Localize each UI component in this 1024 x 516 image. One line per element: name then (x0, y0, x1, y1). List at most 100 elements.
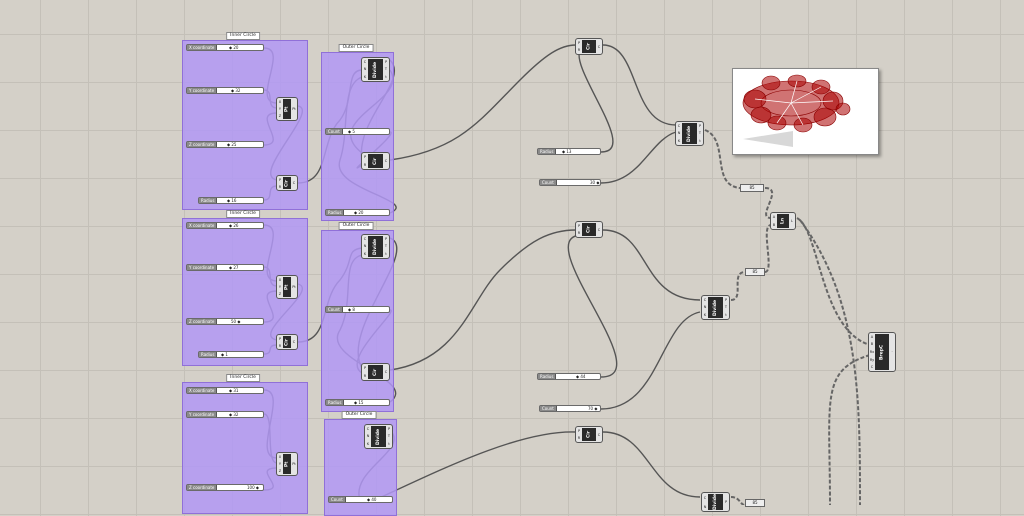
input-x[interactable]: X (278, 277, 282, 282)
count-slider[interactable]: Count◆ 40 (328, 496, 393, 503)
outer-radius-slider[interactable]: Radius◆ 15 (325, 399, 390, 406)
input-r[interactable]: R (577, 231, 581, 236)
output-c[interactable]: C (384, 159, 388, 163)
input-p[interactable]: P (278, 336, 282, 341)
input-y[interactable]: Y (278, 284, 282, 289)
input-y[interactable]: Y (278, 106, 282, 111)
value-panel[interactable]: 85 (745, 499, 765, 507)
output-c[interactable]: C (597, 432, 601, 437)
input-z[interactable]: Z (278, 469, 282, 474)
input-r[interactable]: R (363, 163, 367, 167)
output-pt[interactable]: Pt (292, 462, 296, 466)
x-coordinate-slider[interactable]: X coordinate◆ 26 (186, 222, 264, 229)
value-panel[interactable]: 85 (740, 184, 764, 192)
input-r[interactable]: R (278, 184, 282, 189)
input-r[interactable]: R (577, 48, 581, 53)
count-slider[interactable]: Count◆ 5 (325, 128, 390, 135)
output-t-param[interactable]: t (388, 442, 390, 447)
output-t-param[interactable]: t (699, 139, 701, 144)
input-y[interactable]: Y (278, 461, 282, 466)
input-c[interactable]: C (870, 365, 874, 370)
input-p[interactable]: P (278, 177, 282, 182)
input-r[interactable]: R (278, 343, 282, 348)
output-t[interactable]: T (724, 305, 728, 310)
input-c[interactable]: C (366, 426, 370, 431)
outer-radius-slider[interactable]: Radius◆ 20 (325, 209, 390, 216)
value-panel[interactable]: 85 (745, 268, 765, 276)
output-p[interactable]: P (724, 297, 728, 302)
input-k[interactable]: K (363, 252, 367, 257)
input-a[interactable]: A (772, 215, 776, 219)
output-p[interactable]: P (387, 426, 391, 431)
input-n[interactable]: N (677, 131, 681, 136)
radius-slider[interactable]: Radius◆ 16 (198, 197, 264, 204)
input-z[interactable]: Z (278, 292, 282, 297)
input-k[interactable]: K (703, 313, 707, 318)
input-p[interactable]: P (577, 40, 581, 45)
input-x[interactable]: X (278, 99, 282, 104)
input-n[interactable]: N (703, 305, 707, 310)
radius-slider[interactable]: Radius◆ 44 (537, 373, 601, 380)
input-c[interactable]: C (703, 297, 707, 302)
radius-slider[interactable]: Radius◆ 1 (198, 351, 264, 358)
output-p[interactable]: P (384, 236, 388, 241)
count-slider[interactable]: Count◆ 8 (325, 306, 390, 313)
input-k[interactable]: K (363, 75, 367, 80)
output-c[interactable]: C (292, 181, 296, 185)
output-t[interactable]: T (387, 434, 391, 439)
output-t-param[interactable]: t (725, 313, 727, 318)
input-n[interactable]: N (703, 504, 707, 509)
radius-slider[interactable]: Radius◆ 13 (537, 148, 601, 155)
output-c[interactable]: C (292, 340, 296, 344)
input-n[interactable]: N (366, 434, 370, 439)
x-coordinate-slider[interactable]: X coordinate◆ 20 (186, 44, 264, 51)
x-coordinate-slider[interactable]: X coordinate◆ 31 (186, 387, 264, 394)
input-c[interactable]: C (703, 495, 707, 500)
input-k[interactable]: K (366, 442, 370, 447)
input-c[interactable]: C (363, 59, 367, 64)
output-port[interactable]: · (891, 350, 893, 354)
output-p[interactable]: P (698, 123, 702, 128)
output-p[interactable]: P (724, 500, 728, 504)
input-b[interactable]: B (870, 342, 874, 347)
output-l[interactable]: L (791, 219, 793, 223)
input-p[interactable]: P (363, 155, 367, 159)
input-b[interactable]: B (772, 223, 776, 227)
output-t[interactable]: T (698, 131, 702, 136)
y-coordinate-slider[interactable]: Y coordinate◆ 32 (186, 411, 264, 418)
input-a[interactable]: A (870, 334, 874, 339)
output-c[interactable]: C (597, 227, 601, 232)
output-pt[interactable]: Pt (292, 107, 296, 111)
input-p[interactable]: P (577, 223, 581, 228)
render-preview[interactable] (732, 68, 879, 155)
input-r[interactable]: R (577, 436, 581, 441)
output-t-param[interactable]: t (385, 252, 387, 257)
output-t-param[interactable]: t (385, 75, 387, 80)
output-c[interactable]: C (384, 370, 388, 374)
input-ry[interactable]: Ry (869, 357, 875, 362)
input-c[interactable]: C (363, 236, 367, 241)
input-z[interactable]: Z (278, 114, 282, 119)
y-coordinate-slider[interactable]: Y coordinate◆ 32 (186, 87, 264, 94)
input-n[interactable]: N (363, 67, 367, 72)
input-c[interactable]: C (677, 123, 681, 128)
